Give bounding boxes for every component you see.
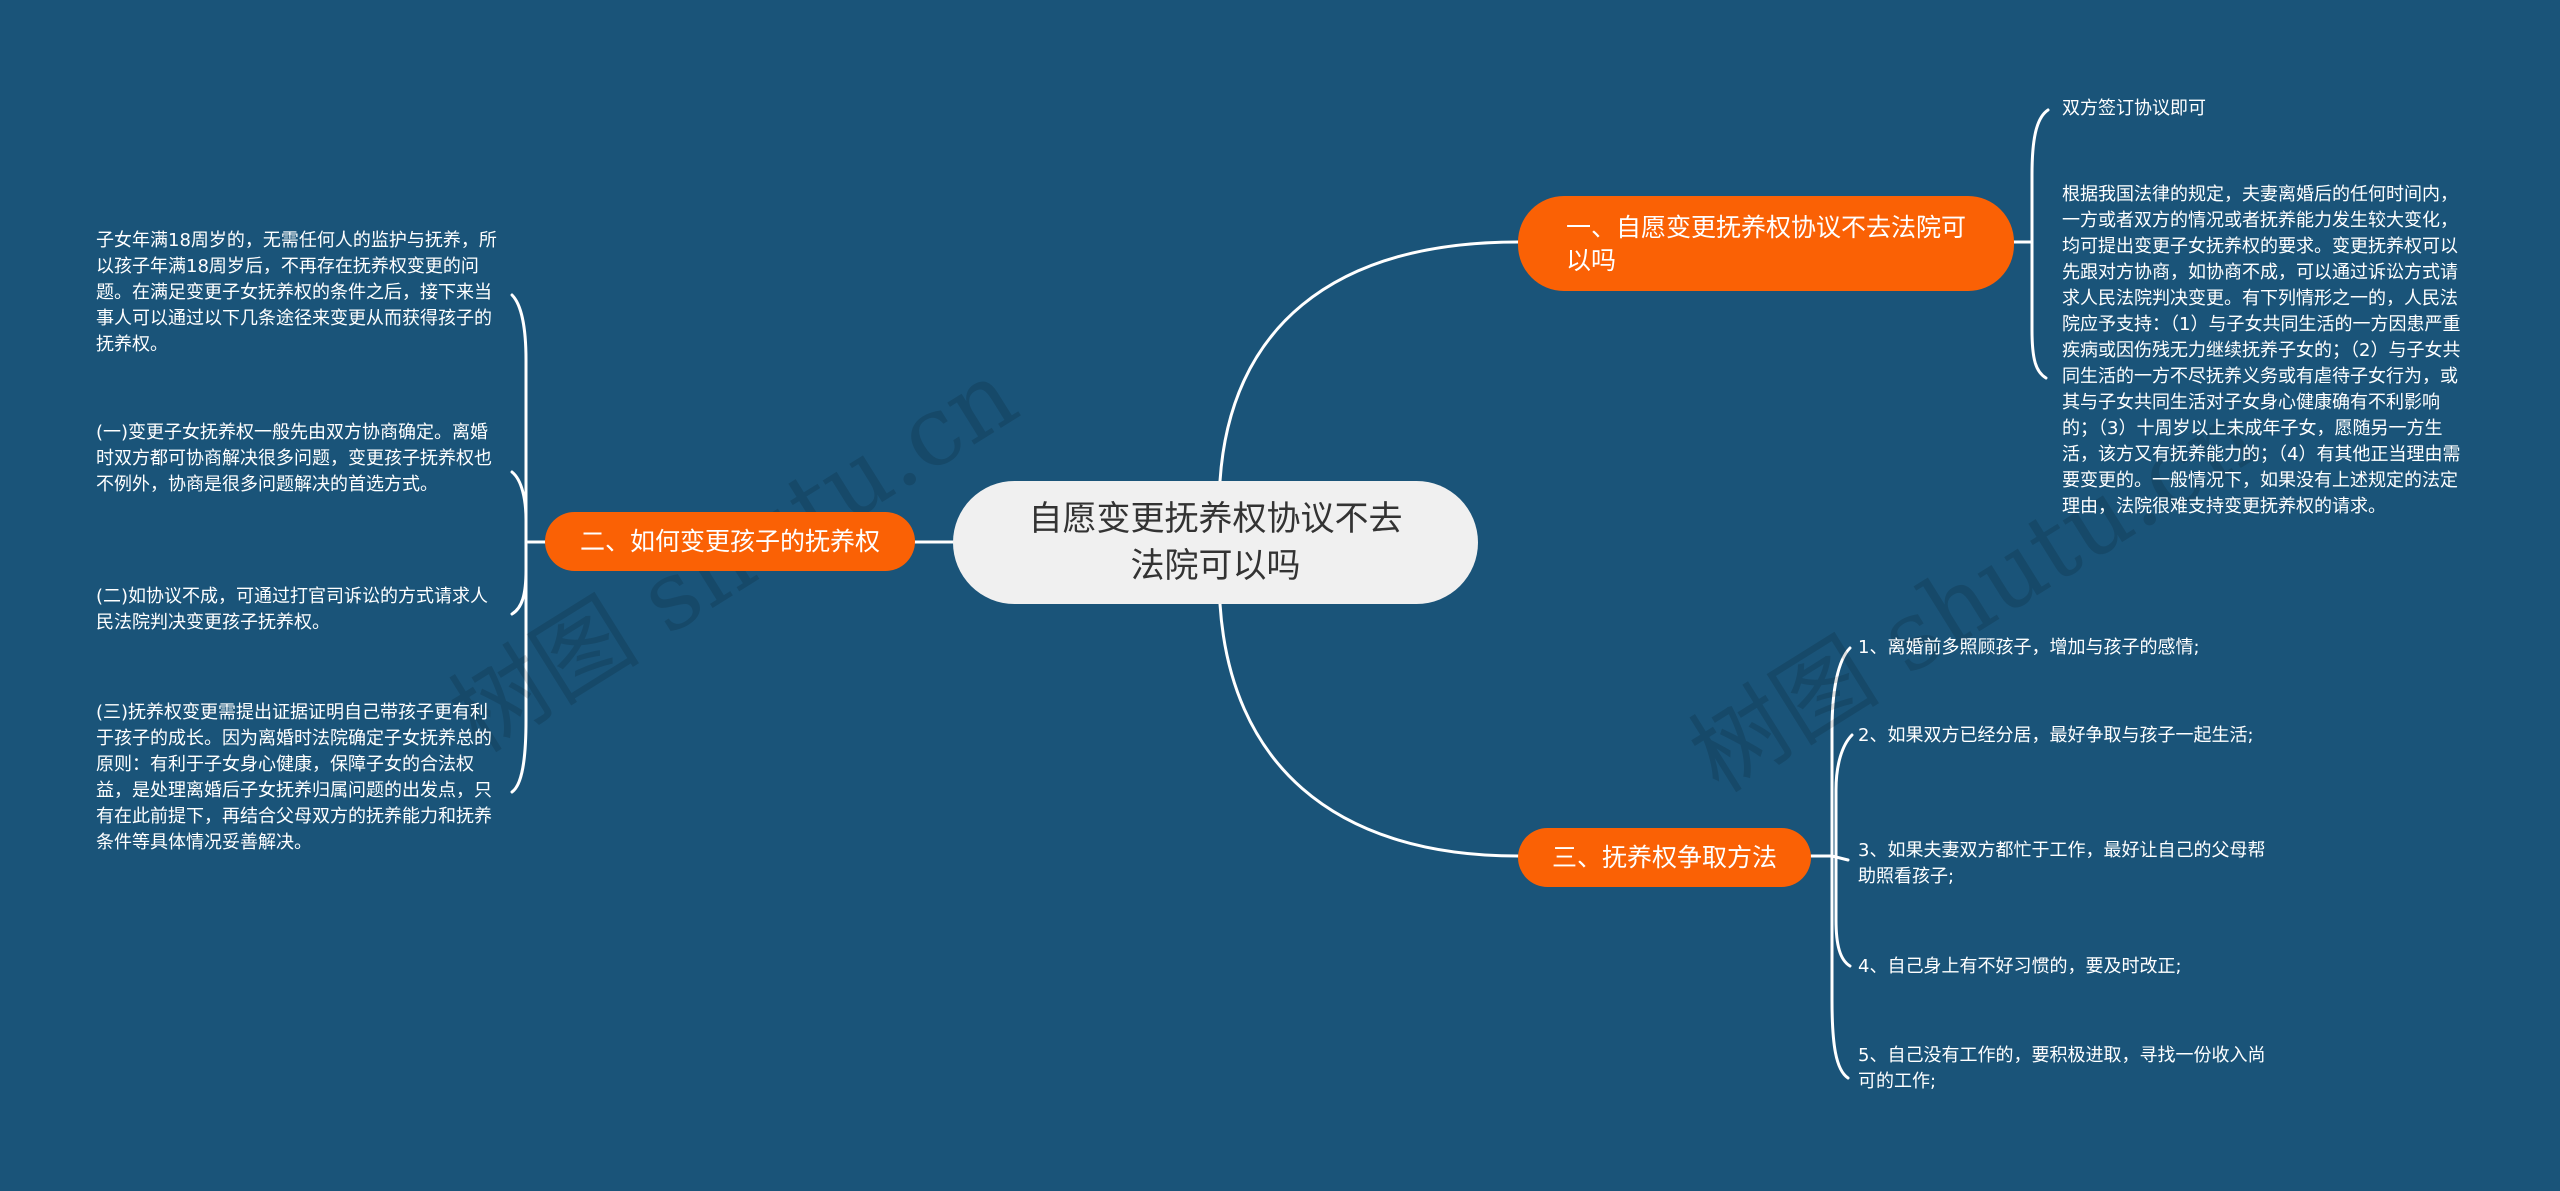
bracket-branch-2-inner bbox=[510, 470, 528, 616]
leaf-node[interactable]: 2、如果双方已经分居，最好争取与孩子一起生活; bbox=[1858, 725, 2254, 746]
leaf-node[interactable]: 3、如果夫妻双方都忙于工作，最好让自己的父母帮助照看孩子; bbox=[1858, 840, 2266, 887]
leaf-node[interactable]: (三)抚养权变更需提出证据证明自己带孩子更有利于孩子的成长。因为离婚时法院确定子… bbox=[96, 702, 492, 853]
leaf-node[interactable]: 根据我国法律的规定，夫妻离婚后的任何时间内，一方或者双方的情况或者抚养能力发生较… bbox=[2062, 184, 2461, 517]
leaf-node[interactable]: (二)如协议不成，可通过打官司诉讼的方式请求人民法院判决变更孩子抚养权。 bbox=[96, 586, 489, 633]
leaf-node[interactable]: 5、自己没有工作的，要积极进取，寻找一份收入尚可的工作; bbox=[1858, 1045, 2266, 1092]
branch-node-1[interactable]: 一、自愿变更抚养权协议不去法院可以吗 bbox=[1518, 196, 2014, 291]
leaf-node[interactable]: 双方签订协议即可 bbox=[2062, 98, 2206, 119]
bracket-branch-3-outer bbox=[1830, 646, 1852, 1080]
branch-node-3-label: 三、抚养权争取方法 bbox=[1551, 843, 1777, 872]
link-root-branch-1 bbox=[1218, 240, 1520, 483]
branch-node-2[interactable]: 二、如何变更孩子的抚养权 bbox=[545, 512, 915, 571]
branch-node-1-label: 一、自愿变更抚养权协议不去法院可以吗 bbox=[1566, 212, 1967, 275]
bracket-branch-3-inner bbox=[1834, 733, 1854, 968]
leaf-node[interactable]: 4、自己身上有不好习惯的，要及时改正; bbox=[1858, 956, 2182, 977]
branch-node-2-label: 二、如何变更孩子的抚养权 bbox=[579, 527, 880, 556]
bracket-branch-1 bbox=[2030, 108, 2050, 380]
bracket-branch-2-outer bbox=[510, 293, 528, 794]
leaf-node[interactable]: 子女年满18周岁的，无需任何人的监护与抚养，所以孩子年满18周岁后，不再存在抚养… bbox=[96, 230, 497, 355]
leaf-node[interactable]: 1、离婚前多照顾孩子，增加与孩子的感情; bbox=[1858, 637, 2200, 658]
root-node[interactable]: 自愿变更抚养权协议不去法院可以吗 bbox=[953, 481, 1478, 604]
link-root-branch-3 bbox=[1218, 602, 1520, 858]
branch-node-3[interactable]: 三、抚养权争取方法 bbox=[1518, 828, 1811, 887]
leaf-node[interactable]: (一)变更子女抚养权一般先由双方协商确定。离婚时双方都可协商解决很多问题，变更孩… bbox=[96, 422, 492, 495]
root-node-label: 自愿变更抚养权协议不去法院可以吗 bbox=[1028, 498, 1403, 586]
